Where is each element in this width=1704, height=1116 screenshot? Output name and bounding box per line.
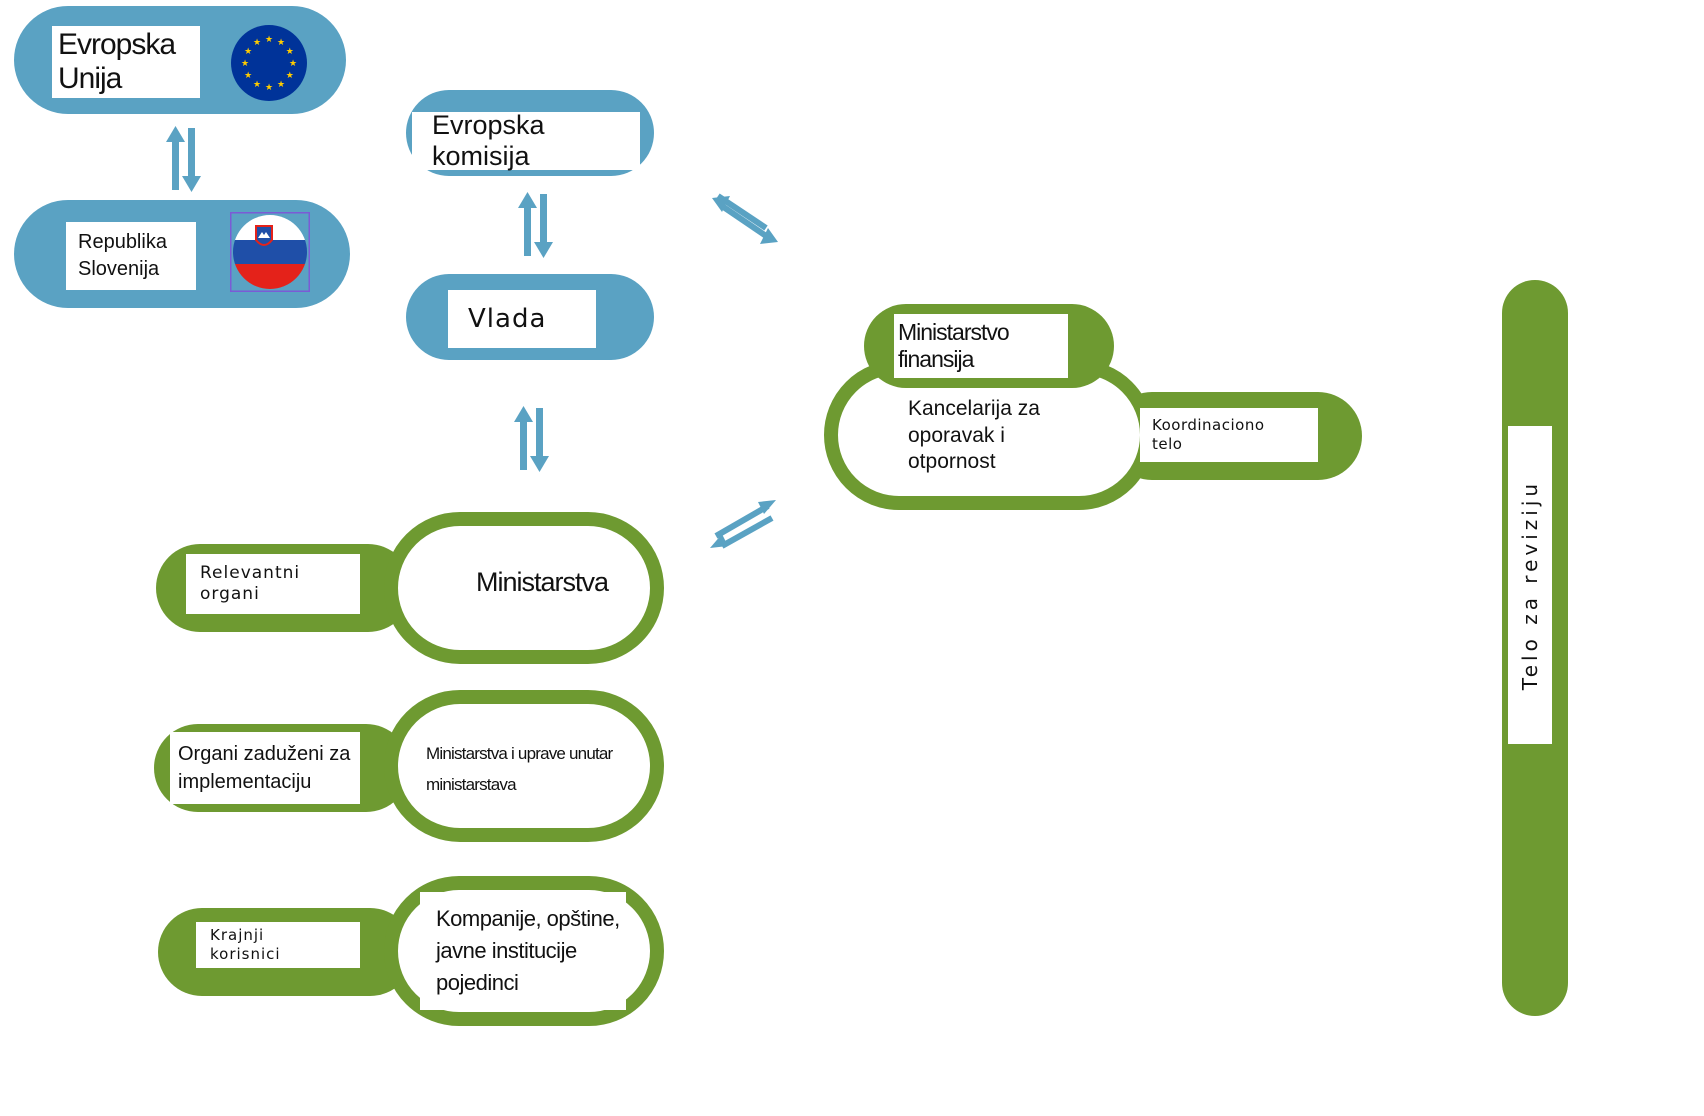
- diagonal-exchange-arrow-upper: [712, 193, 778, 244]
- beneficiaries-label: Kompanije, opštine, javne institucije po…: [420, 892, 626, 1010]
- vertical-exchange-arrow-3: [514, 406, 549, 472]
- finance-ministry-label: Ministarstvo finansija: [894, 314, 1068, 378]
- eu-star: ★: [244, 46, 252, 56]
- eu-star: ★: [289, 58, 297, 68]
- recovery-office-label: Kancelarija za oporavak i otpornost: [908, 397, 1040, 474]
- diagonal-exchange-arrow-lower: [710, 500, 776, 549]
- eu-label: Evropska Unija: [52, 26, 200, 98]
- eu-flag-icon: ★★★★★★★★★★★★: [231, 25, 307, 101]
- vertical-exchange-arrow-1: [166, 126, 201, 192]
- final-users-label: Krajnji korisnici: [196, 922, 360, 968]
- eu-star: ★: [277, 79, 285, 89]
- eu-star: ★: [277, 37, 285, 47]
- relevant-bodies-label: Relevantni organi: [186, 554, 360, 614]
- audit-body-label: Telo za reviziju: [1518, 479, 1542, 691]
- slovenia-flag-icon: [230, 212, 310, 292]
- government-label: Vlada: [448, 290, 596, 348]
- eu-star: ★: [241, 58, 249, 68]
- commission-label: Evropska komisija: [412, 110, 640, 171]
- eu-star: ★: [265, 34, 273, 44]
- eu-star: ★: [265, 82, 273, 92]
- eu-star: ★: [286, 46, 294, 56]
- ministries-administrations-label: Ministarstva i uprave unutar ministarsta…: [420, 732, 620, 806]
- eu-star: ★: [253, 37, 261, 47]
- vertical-exchange-arrow-2: [518, 192, 553, 258]
- eu-star: ★: [286, 70, 294, 80]
- audit-body-label-box: Telo za reviziju: [1508, 426, 1552, 744]
- republic-label: Republika Slovenija: [66, 222, 196, 290]
- coordination-body-label: Koordinaciono telo: [1140, 408, 1318, 462]
- eu-star: ★: [253, 79, 261, 89]
- ministries-label: Ministarstva: [476, 566, 609, 597]
- eu-star: ★: [244, 70, 252, 80]
- implementation-bodies-label: Organi zaduženi za implementaciju: [170, 732, 360, 804]
